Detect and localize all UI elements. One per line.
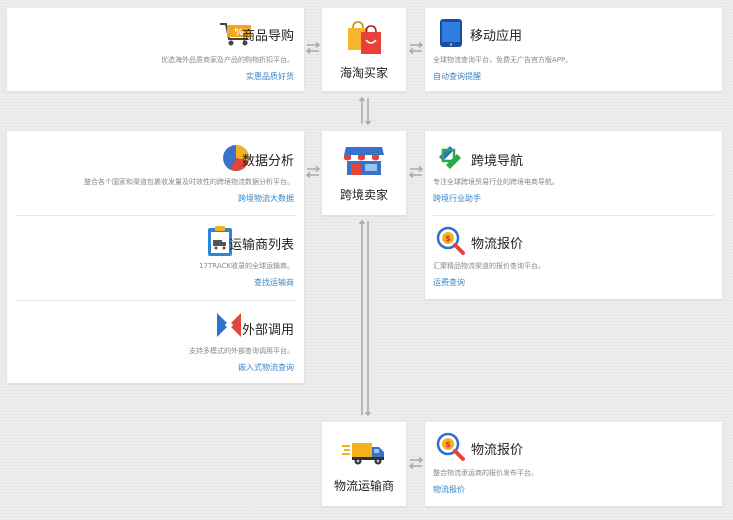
item-crossborder-nav: 跨境导航 专注全球跨境贸易行业的跨境电商导航。 跨境行业助手 xyxy=(425,131,722,215)
shopping-guide-desc: 优选海外品质商家及产品的购物折扣平台。 xyxy=(161,56,294,64)
logistics-quote-link[interactable]: 运费查询 xyxy=(433,278,465,287)
divider xyxy=(15,215,296,216)
double-arrow-icon xyxy=(305,166,321,178)
svg-text:%: % xyxy=(234,28,243,38)
external-call-link[interactable]: 嵌入式物流查询 xyxy=(238,363,294,372)
carrier-list-link[interactable]: 查找运输商 xyxy=(254,278,294,287)
external-call-desc: 支持多模式的外部查询调用平台。 xyxy=(189,347,294,355)
svg-text:$: $ xyxy=(445,440,451,449)
data-analysis-title: 数据分析 xyxy=(241,154,294,169)
hub-overseas-buyer-label: 海淘买家 xyxy=(339,66,388,80)
tablet-icon xyxy=(440,19,462,47)
navigation-compass-icon xyxy=(439,146,461,169)
vertical-double-arrow-icon xyxy=(358,219,372,417)
storefront-icon xyxy=(344,147,384,175)
crossborder-nav-title: 跨境导航 xyxy=(471,154,524,169)
double-arrow-icon xyxy=(408,457,424,469)
divider xyxy=(433,215,714,216)
item-data-analysis: 数据分析 整合各个国家和渠道包裹收发量及时效性的跨境物流数据分析平台。 跨境物流… xyxy=(7,131,304,215)
shopping-guide-title: 商品导购 xyxy=(241,29,294,44)
crossborder-nav-desc: 专注全球跨境贸易行业的跨境电商导航。 xyxy=(433,178,559,186)
item-shopping-guide: % 商品导购 优选海外品质商家及产品的购物折扣平台。 实惠品质好货 xyxy=(7,8,304,91)
shopping-guide-link[interactable]: 实惠品质好货 xyxy=(246,72,294,81)
shopping-cart-icon: % xyxy=(220,23,251,46)
data-analysis-link[interactable]: 跨境物流大数据 xyxy=(238,194,294,203)
logistics-quote-title: 物流报价 xyxy=(471,237,524,252)
logistics-quote-desc: 汇聚精品物流渠道的报价查询平台。 xyxy=(433,262,545,270)
item-logistics-quote: $ 物流报价 汇聚精品物流渠道的报价查询平台。 运费查询 xyxy=(425,216,722,299)
magnifier-quote-icon: $ xyxy=(436,226,465,255)
pie-chart-icon xyxy=(223,145,249,171)
divider xyxy=(15,300,296,301)
mobile-app-link[interactable]: 自动查询提醒 xyxy=(433,72,481,81)
svg-text:$: $ xyxy=(445,234,451,243)
mobile-app-title: 移动应用 xyxy=(470,29,523,44)
carrier-quote-desc: 整合物流承运商的报价发布平台。 xyxy=(433,469,538,477)
item-mobile-app: 移动应用 全球物流查询平台，免费无广告官方版APP。 自动查询提醒 xyxy=(425,8,722,91)
hub-crossborder-seller[interactable]: 跨境卖家 xyxy=(322,131,406,215)
card-shopping-guide: % 商品导购 优选海外品质商家及产品的购物折扣平台。 实惠品质好货 xyxy=(7,8,304,91)
magnifier-quote-icon: $ xyxy=(436,432,465,461)
card-seller-tools-right: 跨境导航 专注全球跨境贸易行业的跨境电商导航。 跨境行业助手 $ 物流报价 汇聚… xyxy=(425,131,722,299)
delivery-truck-icon xyxy=(342,443,384,465)
hub-overseas-buyer[interactable]: 海淘买家 xyxy=(322,8,406,91)
vertical-double-arrow-icon xyxy=(358,96,372,126)
data-analysis-desc: 整合各个国家和渠道包裹收发量及时效性的跨境物流数据分析平台。 xyxy=(84,178,294,186)
card-carrier-quote: $ 物流报价 整合物流承运商的报价发布平台。 物流报价 xyxy=(425,422,722,506)
double-arrow-icon xyxy=(408,166,424,178)
item-carrier-list: 运输商列表 17TRACK收录的全球运输商。 查找运输商 xyxy=(7,216,304,300)
api-embed-icon xyxy=(217,313,241,337)
clipboard-truck-icon xyxy=(208,226,232,256)
hub-logistics-carrier-label: 物流运输商 xyxy=(333,479,394,493)
double-arrow-icon xyxy=(408,42,424,54)
double-arrow-icon xyxy=(305,42,321,54)
carrier-quote-link[interactable]: 物流报价 xyxy=(433,485,465,494)
crossborder-nav-link[interactable]: 跨境行业助手 xyxy=(433,194,481,203)
mobile-app-desc: 全球物流查询平台，免费无广告官方版APP。 xyxy=(433,56,573,64)
external-call-title: 外部调用 xyxy=(241,323,294,338)
carrier-quote-title: 物流报价 xyxy=(471,443,524,458)
hub-logistics-carrier[interactable]: 物流运输商 xyxy=(322,422,406,506)
card-seller-tools-left: 数据分析 整合各个国家和渠道包裹收发量及时效性的跨境物流数据分析平台。 跨境物流… xyxy=(7,131,304,383)
hub-crossborder-seller-label: 跨境卖家 xyxy=(339,188,388,202)
shopping-bag-icon xyxy=(348,21,381,54)
item-carrier-quote: $ 物流报价 整合物流承运商的报价发布平台。 物流报价 xyxy=(425,422,722,506)
card-mobile-app: 移动应用 全球物流查询平台，免费无广告官方版APP。 自动查询提醒 xyxy=(425,8,722,91)
item-external-call: 外部调用 支持多模式的外部查询调用平台。 嵌入式物流查询 xyxy=(7,301,304,383)
carrier-list-title: 运输商列表 xyxy=(228,238,294,253)
carrier-list-desc: 17TRACK收录的全球运输商。 xyxy=(199,262,294,270)
